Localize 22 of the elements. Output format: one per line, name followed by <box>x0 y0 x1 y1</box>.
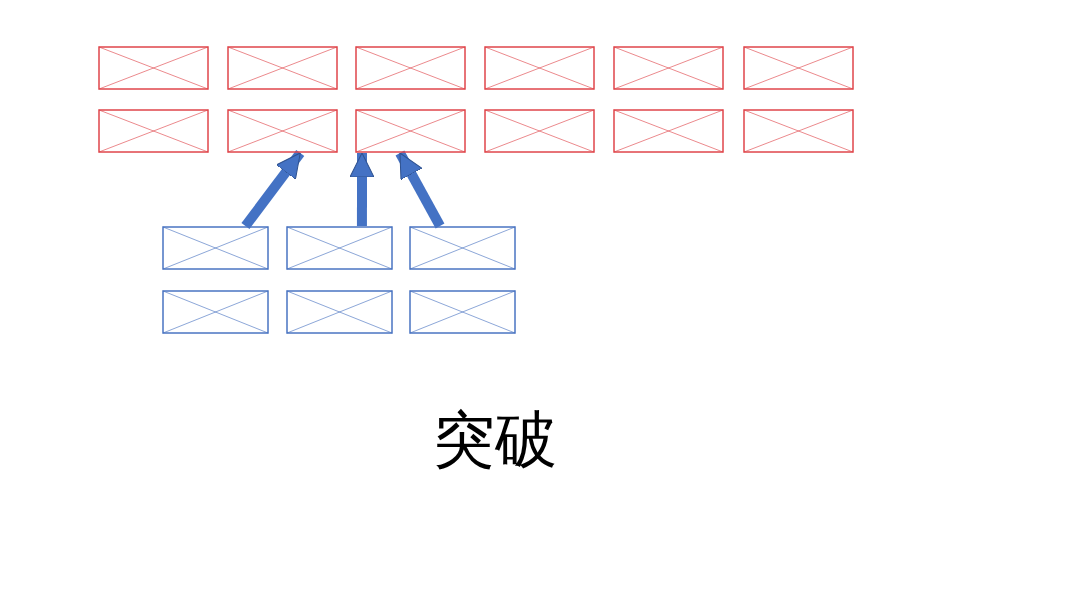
image-placeholder-box <box>484 109 595 153</box>
image-placeholder-box <box>409 226 516 270</box>
image-placeholder-box <box>743 46 854 90</box>
image-placeholder-box <box>743 109 854 153</box>
image-placeholder-box <box>227 46 338 90</box>
image-placeholder-box <box>484 46 595 90</box>
image-placeholder-box <box>98 46 209 90</box>
image-placeholder-box <box>98 109 209 153</box>
arrow <box>349 152 375 226</box>
image-placeholder-box <box>409 290 516 334</box>
title: 突破 <box>432 402 558 478</box>
arrow <box>395 150 445 229</box>
image-placeholder-box <box>355 46 466 90</box>
image-placeholder-box <box>162 290 269 334</box>
image-placeholder-box <box>227 109 338 153</box>
image-placeholder-box <box>613 46 724 90</box>
image-placeholder-box <box>162 226 269 270</box>
image-placeholder-box <box>355 109 466 153</box>
image-placeholder-box <box>286 290 393 334</box>
image-placeholder-box <box>613 109 724 153</box>
image-placeholder-box <box>286 226 393 270</box>
arrow <box>241 150 305 229</box>
